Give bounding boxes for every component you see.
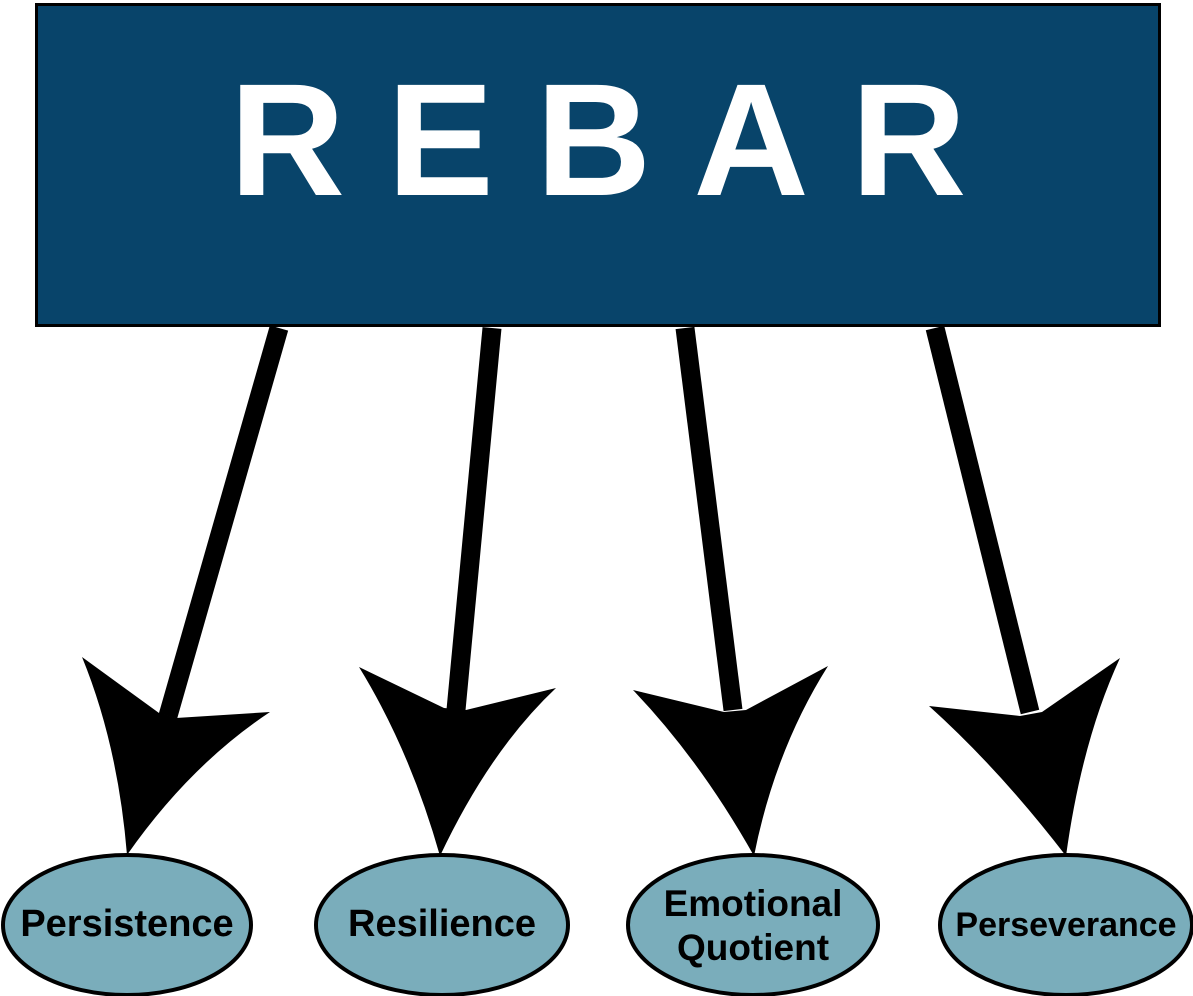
arrowhead-resilience [359,667,556,856]
node-emotional-quotient [626,853,880,996]
arrowhead-emotional-quotient [633,666,828,856]
title-text: REBAR [229,50,1009,229]
node-persistence-label: Persistence [20,903,234,946]
node-resilience [314,853,570,996]
nodes-layer [1,853,1193,996]
arrow-shaft-resilience [446,327,502,711]
arrows-layer [82,325,1120,856]
node-resilience-label: Resilience [348,903,536,946]
node-emotional-quotient-label: Emotional Quotient [628,856,878,996]
arrow-shaft-emotional-quotient [675,326,743,712]
arrow-shaft-perseverance [925,325,1040,715]
emotional-quotient-line-1: Emotional [663,882,843,924]
arrowhead-persistence [82,657,270,855]
arrow-shaft-persistence [158,325,289,719]
title-box: REBAR [35,3,1161,327]
node-perseverance [938,853,1193,996]
emotional-quotient-line-2: Quotient [676,927,830,968]
arrowhead-perseverance [929,658,1120,856]
node-perseverance-label: Perseverance [955,905,1177,944]
node-persistence [1,853,253,996]
